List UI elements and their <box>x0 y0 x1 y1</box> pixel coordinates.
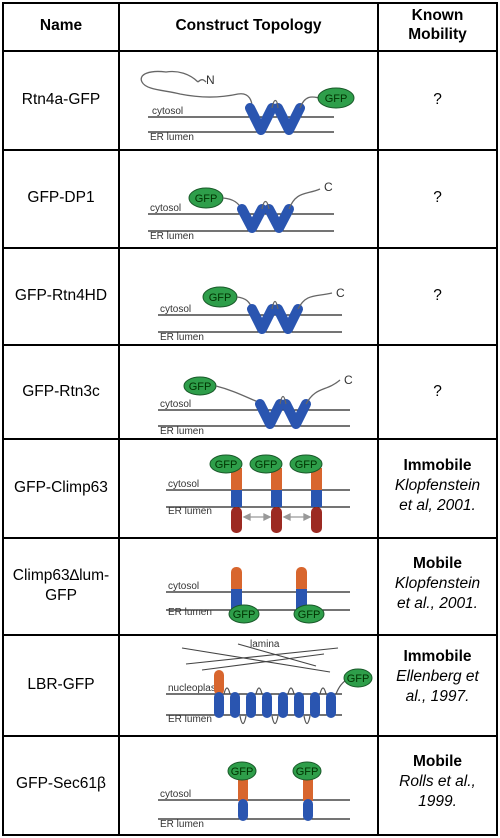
header-topology: Construct Topology <box>175 17 322 34</box>
mobility-reference: Rolls et al., 1999. <box>399 773 476 810</box>
column-divider <box>377 2 379 836</box>
row-name-rtn4a: Rtn4a-GFP <box>21 91 101 108</box>
cytosol-label: cytosol <box>168 479 199 490</box>
mobility-cell: Immobile Ellenberg et al., 1997. <box>388 647 487 707</box>
mobility-cell: Mobile Rolls et al., 1999. <box>388 752 487 812</box>
row-divider <box>2 438 498 440</box>
row-name-climp63: GFP-Climp63 <box>14 479 108 496</box>
mobility-cell: ? <box>379 382 496 402</box>
topology-diagram-dp1: cytosol ER lumen GFP C <box>120 151 377 246</box>
row-name-rtn3c: GFP-Rtn3c <box>22 383 100 400</box>
er-lumen-label: ER lumen <box>150 231 194 242</box>
row-name-dp1: GFP-DP1 <box>27 189 95 206</box>
row-divider <box>2 537 498 539</box>
gfp-label: GFP <box>233 609 256 621</box>
lamina-label: lamina <box>250 639 280 650</box>
mobility-reference: Klopfenstein et al, 2001. <box>394 477 481 514</box>
gfp-label: GFP <box>296 766 319 778</box>
row-divider <box>2 50 498 52</box>
mobility-reference: Ellenberg et al., 1997. <box>396 668 479 705</box>
row-name-climp63-dlum: Climp63∆lum-GFP <box>12 567 110 604</box>
row-divider <box>2 344 498 346</box>
gfp-label: GFP <box>255 459 278 471</box>
mobility-cell: ? <box>379 188 496 208</box>
column-divider <box>118 2 120 836</box>
topology-diagram-lbr: lamina nucleoplasm ER lumen <box>120 636 377 734</box>
er-lumen-label: ER lumen <box>168 714 212 725</box>
mobility-reference: ? <box>433 383 442 400</box>
gfp-label: GFP <box>231 766 254 778</box>
gfp-label: GFP <box>325 93 348 105</box>
er-lumen-label: ER lumen <box>160 332 204 343</box>
gfp-label: GFP <box>209 292 232 304</box>
row-name-lbr: LBR-GFP <box>27 676 95 693</box>
table-border-bottom <box>2 834 498 836</box>
topology-diagram-climp63: cytosol ER lumen GFP GFP GFP <box>120 440 377 536</box>
cytosol-label: cytosol <box>160 399 191 410</box>
cytosol-label: cytosol <box>152 106 183 117</box>
mobility-status: Immobile <box>403 648 472 665</box>
gfp-label: GFP <box>295 459 318 471</box>
topology-diagram-rtn3c: cytosol ER lumen GFP C <box>120 346 377 437</box>
mobility-reference: ? <box>433 91 442 108</box>
nucleoplasm-label: nucleoplasm <box>168 683 224 694</box>
topology-diagram-climp63-dlum: cytosol ER lumen GFP GFP <box>120 539 377 633</box>
er-lumen-label: ER lumen <box>160 426 204 437</box>
row-name-sec61b: GFP-Sec61β <box>16 775 106 792</box>
topology-diagram-rtn4hd: cytosol ER lumen GFP C <box>120 249 377 343</box>
header-name: Name <box>39 17 83 34</box>
mobility-cell: Mobile Klopfenstein et al., 2001. <box>388 554 487 614</box>
row-divider <box>2 634 498 636</box>
table-border-top <box>2 2 498 4</box>
n-terminus-label: N <box>206 73 215 87</box>
mobility-cell: ? <box>379 90 496 110</box>
header-mobility: Known Mobility <box>408 7 467 43</box>
row-divider <box>2 149 498 151</box>
gfp-label: GFP <box>189 381 212 393</box>
topology-diagram-sec61b: cytosol ER lumen GFP GFP <box>120 737 377 833</box>
er-lumen-label: ER lumen <box>168 607 212 618</box>
c-terminus-label: C <box>344 373 353 387</box>
gfp-label: GFP <box>215 459 238 471</box>
row-divider <box>2 735 498 737</box>
cytosol-label: cytosol <box>168 581 199 592</box>
gfp-label: GFP <box>298 609 321 621</box>
mobility-status: Mobile <box>412 753 463 770</box>
gfp-label: GFP <box>195 193 218 205</box>
c-terminus-label: C <box>324 180 333 194</box>
er-lumen-label: ER lumen <box>160 819 204 830</box>
row-divider <box>2 247 498 249</box>
mobility-cell: Immobile Klopfenstein et al, 2001. <box>388 456 487 516</box>
gfp-label: GFP <box>347 673 370 685</box>
er-lumen-label: ER lumen <box>168 506 212 517</box>
mobility-status: Mobile <box>412 555 463 572</box>
cytosol-label: cytosol <box>160 789 191 800</box>
mobility-status: Immobile <box>403 457 472 474</box>
c-terminus-label: C <box>336 286 345 300</box>
mobility-cell: ? <box>379 286 496 306</box>
table-border-left <box>2 2 4 836</box>
table-border-right <box>496 2 498 836</box>
er-lumen-label: ER lumen <box>150 132 194 143</box>
topology-diagram-rtn4a: cytosol ER lumen N GFP <box>120 52 377 148</box>
mobility-reference: ? <box>433 189 442 206</box>
row-name-rtn4hd: GFP-Rtn4HD <box>14 287 108 304</box>
cytosol-label: cytosol <box>150 203 181 214</box>
mobility-reference: Klopfenstein et al., 2001. <box>394 575 481 612</box>
cytosol-label: cytosol <box>160 304 191 315</box>
mobility-reference: ? <box>433 287 442 304</box>
